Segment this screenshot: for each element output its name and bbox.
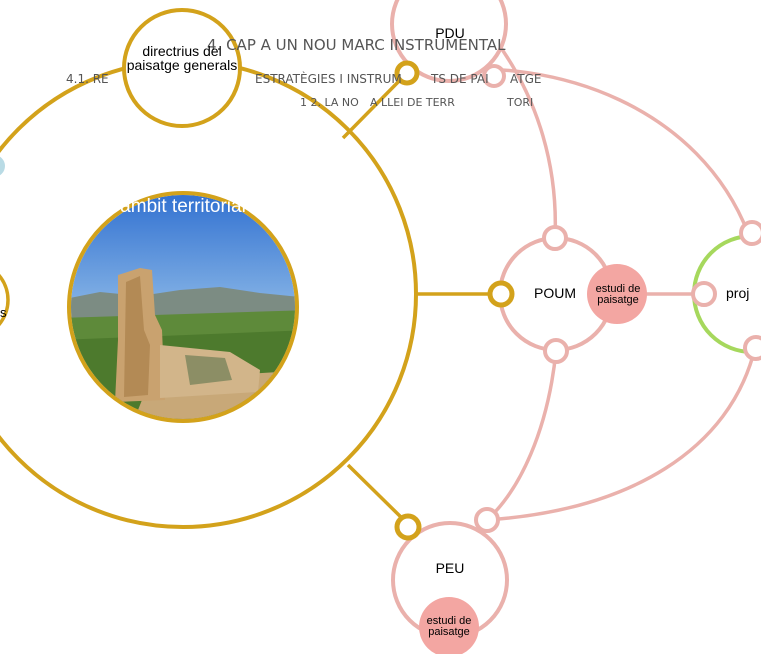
junction-pdu-bottom	[482, 64, 506, 88]
junction-poum-bottom	[543, 338, 569, 364]
left-partial-label: s	[0, 305, 7, 320]
junction-poum-top	[542, 225, 568, 251]
ambit-title: àmbit territorial	[120, 196, 246, 217]
junction-poum-gold	[487, 280, 515, 308]
pdu-node	[390, 0, 508, 83]
junction-peu-gold	[394, 513, 422, 541]
junction-proj-left	[691, 281, 717, 307]
left-partial-node	[0, 273, 10, 327]
link-pdu-proj	[429, 67, 750, 234]
left-blue-node	[0, 156, 5, 176]
junction-pdu-gold	[394, 60, 420, 86]
link-ambit-peu	[346, 463, 410, 526]
poum-label: POUM	[534, 285, 576, 301]
estudi-peu-node	[419, 597, 479, 654]
directrius-node	[122, 8, 242, 128]
directrius-label: directrius del paisatge generals	[126, 43, 238, 73]
junction-peu-right	[474, 507, 500, 533]
peu-label: PEU	[435, 560, 465, 576]
estudi-poum-label: estudi de paisatge	[595, 283, 641, 306]
link-pdu-poum	[492, 36, 558, 239]
junction-proj-bottom	[743, 335, 761, 361]
junction-proj-top	[739, 220, 761, 246]
link-proj-peu	[486, 347, 757, 522]
link-poum-peu	[485, 350, 558, 522]
ambit-photo	[71, 195, 295, 419]
estudi-peu-label: estudi de paisatge	[426, 615, 472, 638]
ambit-inner-ring	[67, 191, 299, 423]
link-ambit-pdu	[341, 70, 410, 140]
pdu-label: PDU	[435, 25, 465, 41]
proj-label: proj	[726, 285, 750, 301]
estudi-poum-node	[587, 264, 647, 324]
